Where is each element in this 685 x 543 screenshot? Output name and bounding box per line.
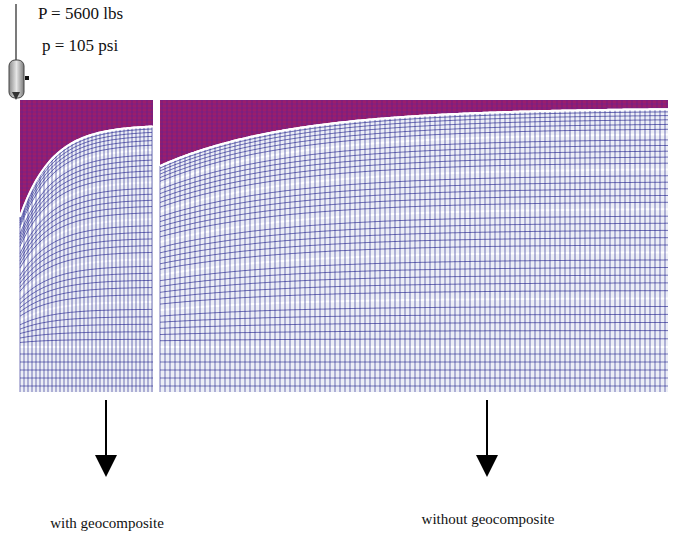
panel-gap bbox=[153, 100, 159, 392]
load-cylinder bbox=[9, 4, 29, 100]
mesh-with-geocomposite bbox=[20, 100, 153, 392]
down-arrow bbox=[476, 400, 498, 477]
mesh-without-geocomposite bbox=[160, 100, 668, 392]
down-arrow bbox=[95, 400, 117, 477]
panel-label: without geocomposite bbox=[422, 511, 555, 528]
panel-label: with geocomposite bbox=[50, 515, 164, 532]
load-value: P = 5600 lbs bbox=[38, 4, 123, 24]
pressure-value: p = 105 psi bbox=[42, 36, 118, 56]
